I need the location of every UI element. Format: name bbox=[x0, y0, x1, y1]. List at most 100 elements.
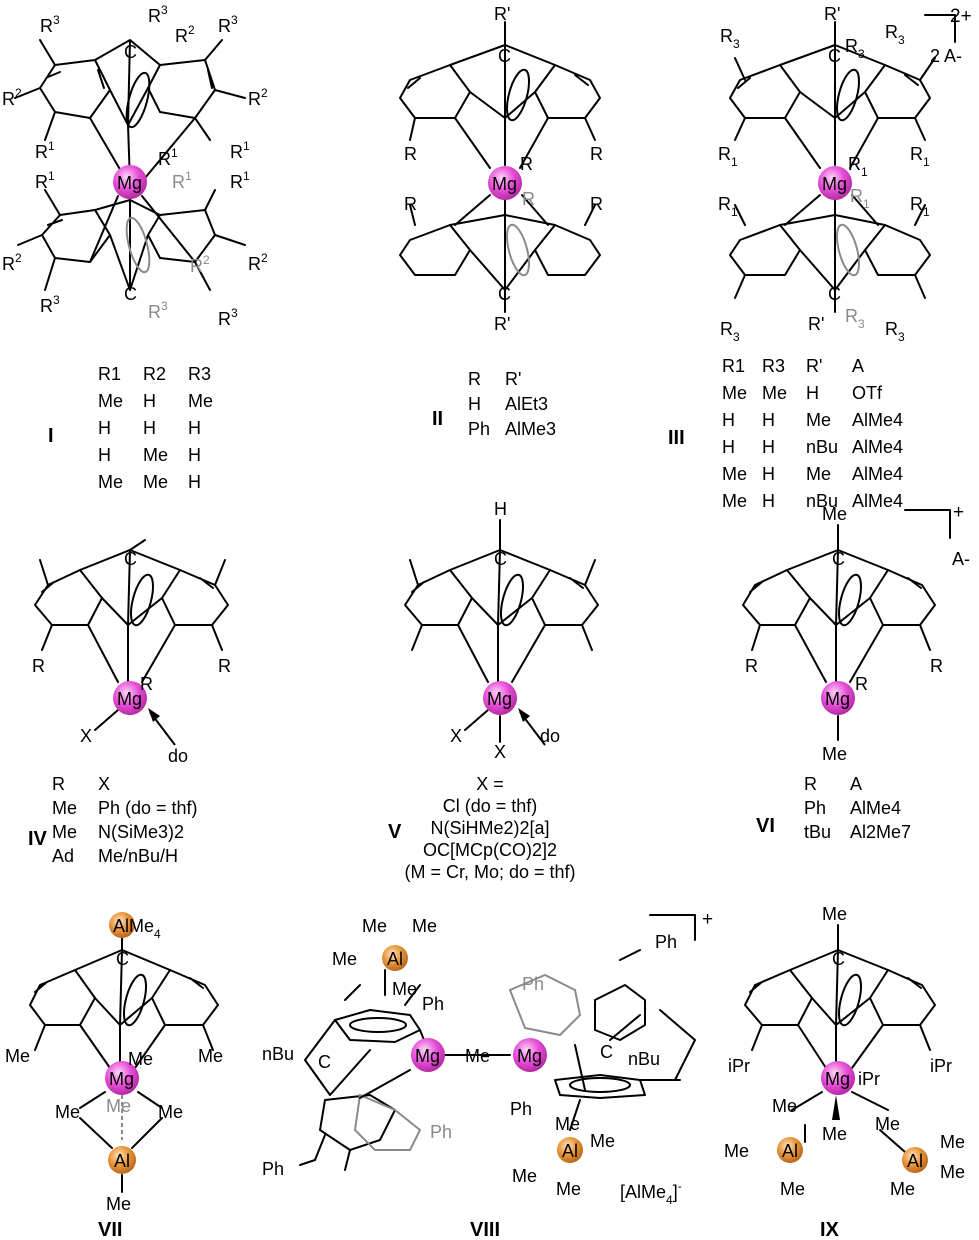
charge-VIII: + bbox=[702, 909, 713, 930]
table-cell: R3 bbox=[188, 364, 211, 384]
mg-label-II: Mg bbox=[492, 174, 517, 194]
r3-label-III-f: R3 bbox=[885, 319, 905, 344]
compound-I: Mg C C R3 R3 R2 R3 R2 R2 R1 R1 R1 R1 R1 … bbox=[2, 3, 268, 492]
al-label-IX-b: Al bbox=[907, 1151, 923, 1171]
compound-III: Mg C C R' R' R3 R3 R3 R1 R1 R1 R1 R1 R1 … bbox=[668, 4, 972, 511]
r1-label-I-e: R1 bbox=[172, 169, 192, 192]
anion-VI: A- bbox=[952, 549, 970, 569]
r3-label-I-b: R3 bbox=[148, 3, 168, 26]
r-label-II-d: R bbox=[404, 194, 417, 214]
do-label-V: do bbox=[540, 726, 560, 746]
r-label-II-a: R bbox=[404, 144, 417, 164]
al-atom-IX-a bbox=[777, 1137, 803, 1163]
c-label-III-bottom: C bbox=[828, 284, 841, 304]
c-label-I-top: C bbox=[124, 42, 137, 62]
table-cell: Me/nBu/H bbox=[98, 846, 178, 866]
ph-label-VIII-b: Ph bbox=[262, 1159, 284, 1179]
r3-label-III-b: R3 bbox=[845, 36, 865, 61]
table-cell: R3 bbox=[762, 356, 785, 376]
mg-atom-IX bbox=[821, 1061, 855, 1095]
me-label-VII-e: Me bbox=[106, 1096, 131, 1116]
table-cell: R bbox=[804, 774, 817, 794]
table-cell: R2 bbox=[143, 364, 166, 384]
r2-label-I-e: R2 bbox=[190, 253, 210, 276]
anion-III: 2 A- bbox=[930, 46, 962, 66]
table-cell: Me bbox=[806, 410, 831, 430]
table-cell: H bbox=[188, 472, 201, 492]
r2-label-I-f: R2 bbox=[248, 251, 268, 274]
mg-label-VIII-a: Mg bbox=[415, 1046, 440, 1066]
r-label-IV-a: R bbox=[32, 656, 45, 676]
roman-II: II bbox=[432, 408, 443, 430]
me-label-VIII-c: Me bbox=[332, 949, 357, 969]
roman-V: V bbox=[388, 821, 402, 843]
roman-I: I bbox=[48, 425, 54, 447]
formula-line: X = bbox=[476, 774, 504, 794]
table-cell: Me bbox=[143, 445, 168, 465]
al-label-IX-a: Al bbox=[782, 1141, 798, 1161]
r2-label-I-b: R2 bbox=[2, 86, 22, 109]
table-cell: Me bbox=[806, 464, 831, 484]
al-atom-IX-b bbox=[902, 1147, 928, 1173]
me-label-VIII-h: Me bbox=[556, 1179, 581, 1199]
ph-label-VIII-a: Ph bbox=[422, 994, 444, 1014]
table-cell: H bbox=[468, 394, 481, 414]
table-cell: AlMe4 bbox=[852, 491, 903, 511]
r1-label-III-e: R1 bbox=[850, 186, 870, 211]
table-cell: R' bbox=[806, 356, 822, 376]
roman-VII: VII bbox=[98, 1219, 122, 1240]
me-label-VIII-e: Me bbox=[555, 1114, 580, 1134]
r1-label-III-c: R1 bbox=[910, 144, 930, 169]
table-cell: Al2Me7 bbox=[850, 822, 911, 842]
do-label-IV: do bbox=[168, 746, 188, 766]
r3-label-I-f: R3 bbox=[218, 306, 238, 329]
r3-label-I-e: R3 bbox=[148, 299, 168, 322]
mg-atom-VI bbox=[821, 681, 855, 715]
table-cell: Me bbox=[762, 383, 787, 403]
table-cell: Me bbox=[188, 391, 213, 411]
r-label-IV-c: R bbox=[218, 656, 231, 676]
me-label-VII-c: Me bbox=[198, 1046, 223, 1066]
table-cell: H bbox=[762, 410, 775, 430]
x-label-V-a: X bbox=[450, 726, 462, 746]
table-cell: nBu bbox=[806, 491, 838, 511]
table-cell: H bbox=[188, 445, 201, 465]
me-label-IX-b: Me bbox=[822, 1124, 847, 1144]
nbu-label-VIII-a: nBu bbox=[262, 1044, 294, 1064]
table-cell: R1 bbox=[722, 356, 745, 376]
me-label-VII-a: Me bbox=[5, 1046, 30, 1066]
me-label-VIII-bridge: Me bbox=[465, 1046, 490, 1066]
r2-label-I-c: R2 bbox=[248, 86, 268, 109]
ipr-label-IX-b: iPr bbox=[858, 1069, 880, 1089]
mg-atom-VIII-b bbox=[513, 1038, 547, 1072]
ipr-label-IX-a: iPr bbox=[728, 1056, 750, 1076]
r-label-VI-c: R bbox=[930, 656, 943, 676]
table-cell: N(SiMe3)2 bbox=[98, 822, 184, 842]
r1-label-I-b: R1 bbox=[158, 146, 178, 169]
table-cell: Me bbox=[143, 472, 168, 492]
table-cell: nBu bbox=[806, 437, 838, 457]
table-cell: Me bbox=[722, 464, 747, 484]
r-label-VI-b: R bbox=[855, 674, 868, 694]
table-cell: H bbox=[98, 418, 111, 438]
table-cell: H bbox=[762, 491, 775, 511]
table-cell: Ph bbox=[804, 798, 826, 818]
r1-label-I-d: R1 bbox=[35, 169, 55, 192]
table-cell: R' bbox=[505, 369, 521, 389]
table-cell: H bbox=[722, 437, 735, 457]
r3-label-I-c: R3 bbox=[218, 13, 238, 36]
r1-label-III-a: R1 bbox=[718, 144, 738, 169]
me-label-IX-g: Me bbox=[940, 1162, 965, 1182]
table-cell: H bbox=[98, 445, 111, 465]
table-cell: Me bbox=[722, 491, 747, 511]
r-label-II-c: R bbox=[590, 144, 603, 164]
table-cell: Ph (do = thf) bbox=[98, 798, 198, 818]
compound-VIII: Al Mg Mg Al Me Me Me Me Ph nBu C Ph Ph M… bbox=[262, 909, 713, 1240]
al-atom-VII-bottom bbox=[108, 1146, 136, 1174]
table-cell: H bbox=[806, 383, 819, 403]
me-label-VIII-d: Me bbox=[392, 979, 417, 999]
ph-label-VIII-d: Ph bbox=[522, 974, 544, 994]
formula-line: (M = Cr, Mo; do = thf) bbox=[404, 862, 575, 882]
al-atom-VIII-bottom bbox=[557, 1137, 583, 1163]
